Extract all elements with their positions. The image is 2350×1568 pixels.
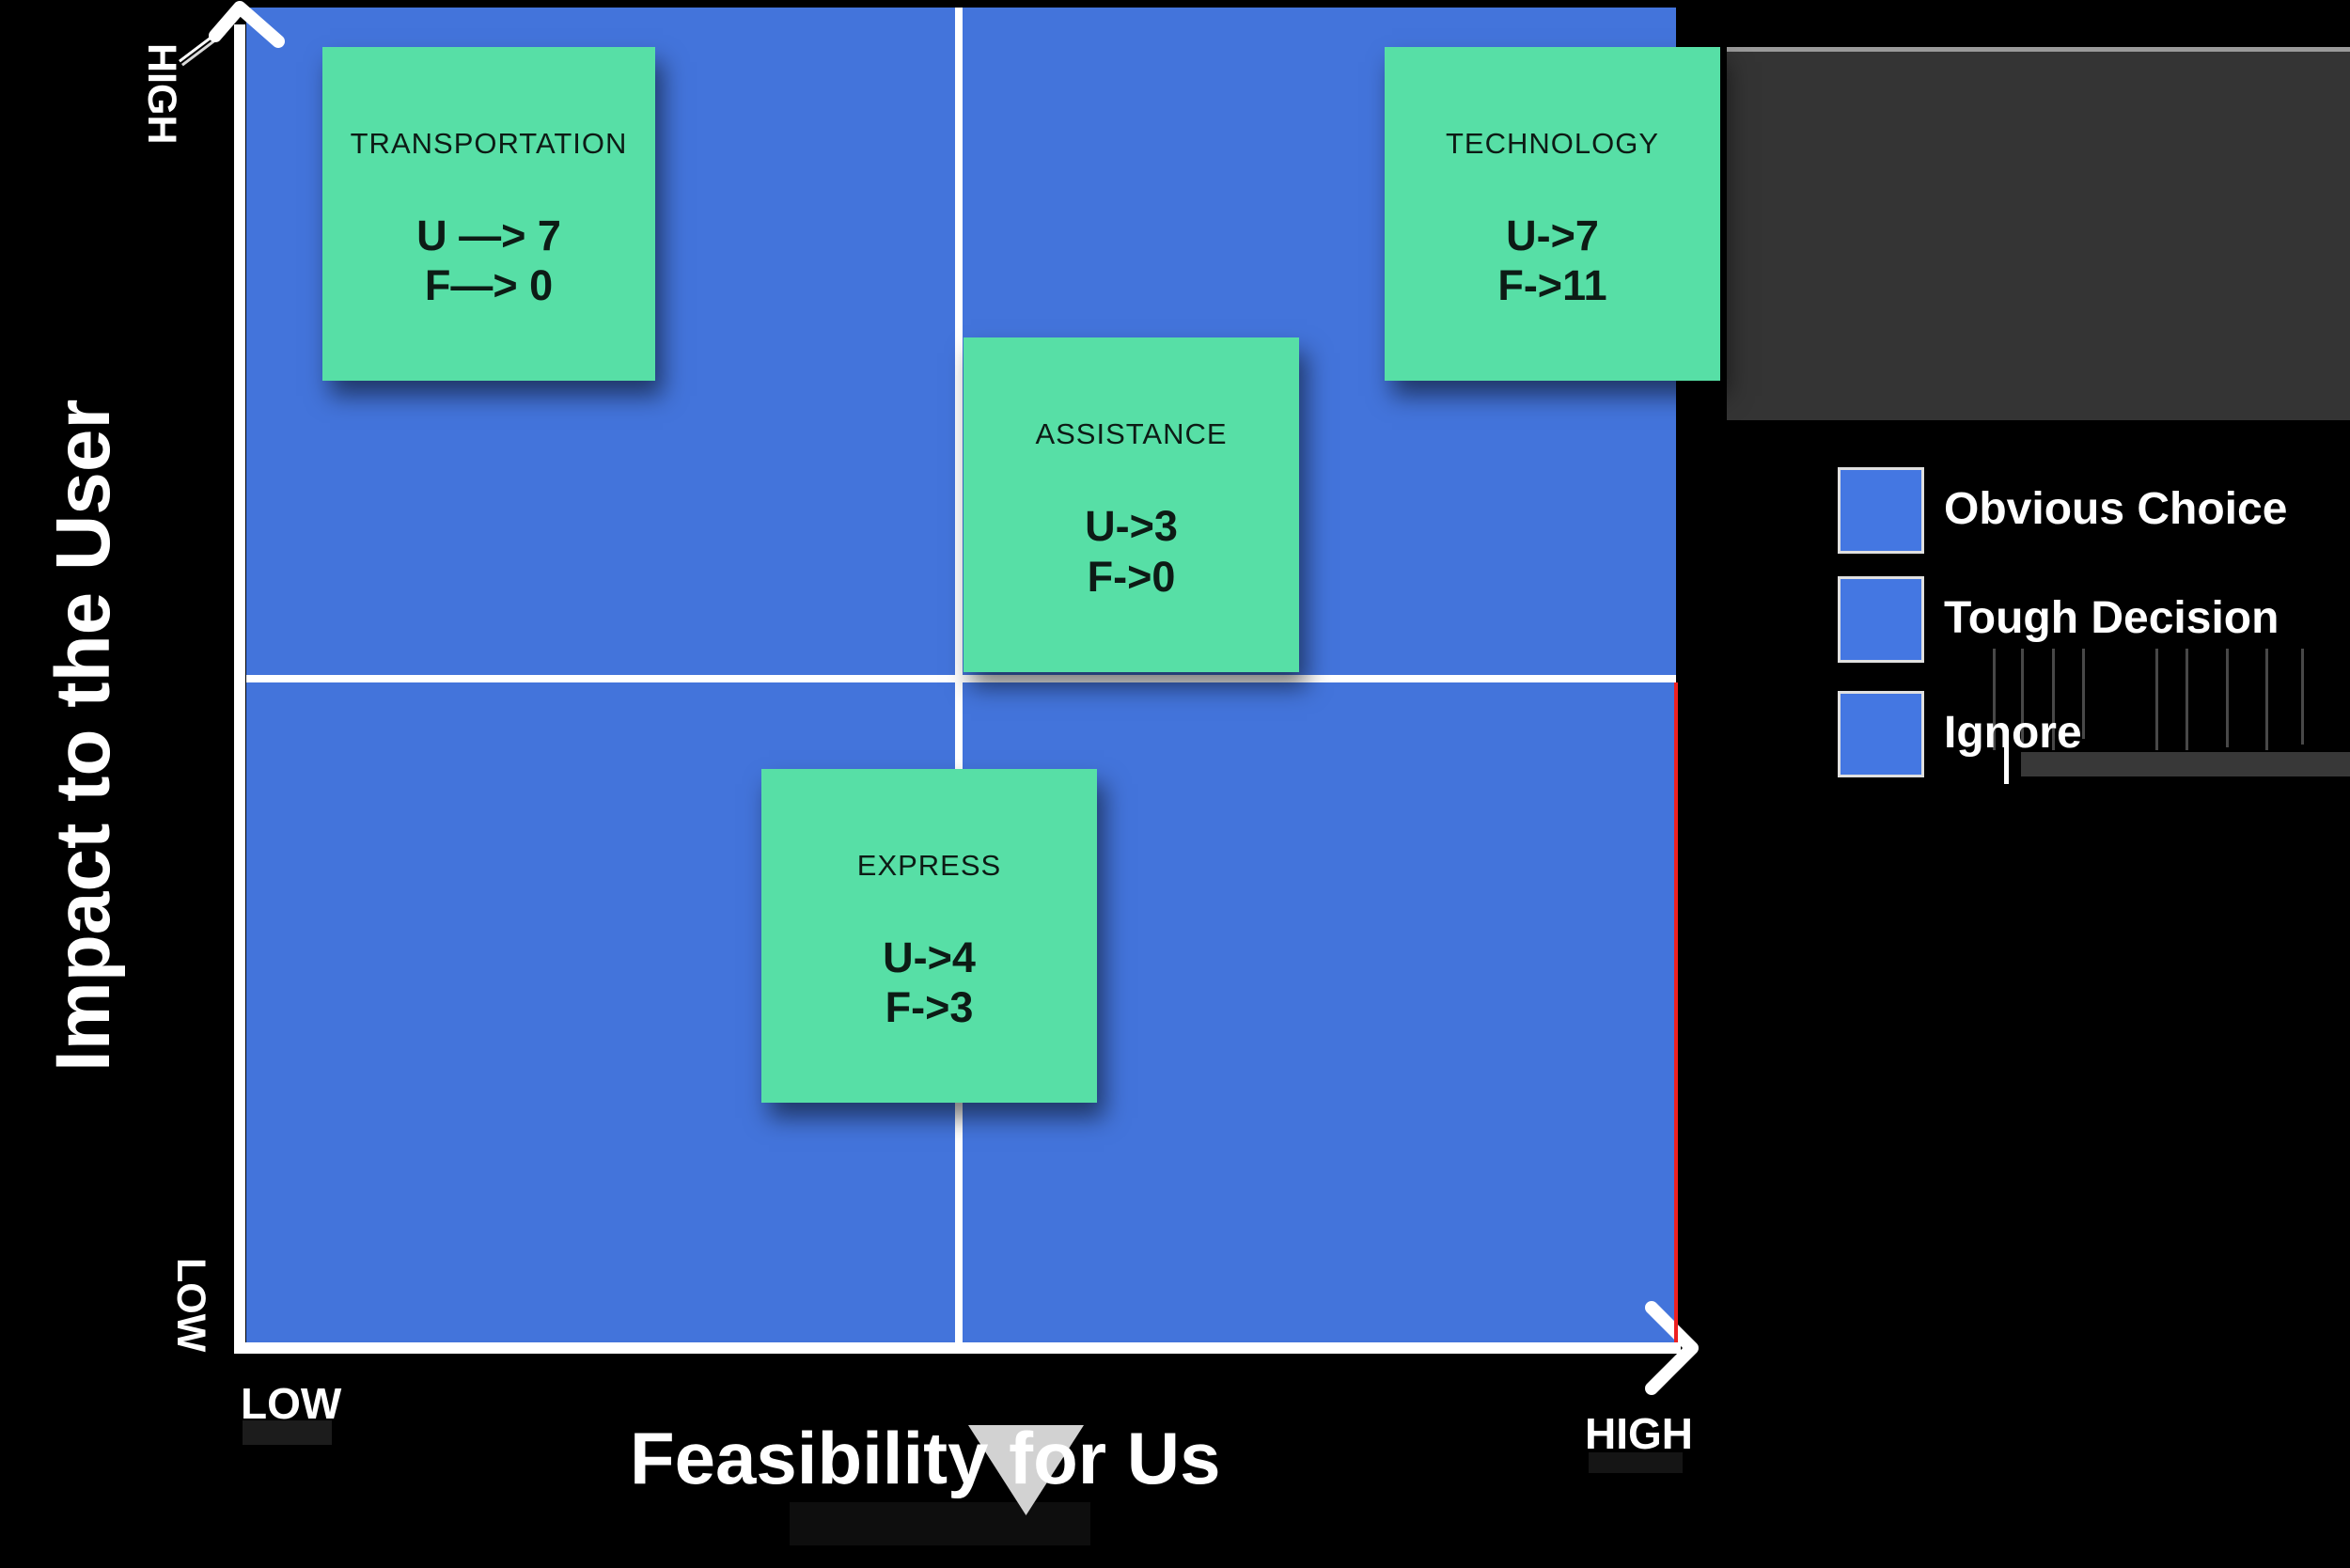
sticky-note-scores: U->4 F->3 <box>761 933 1097 1032</box>
x-axis-high-label: HIGH <box>1585 1409 1693 1458</box>
y-axis-arrowhead <box>209 1 285 48</box>
legend-label-obvious-choice: Obvious Choice <box>1944 484 2288 534</box>
line-artifact <box>2301 649 2304 745</box>
sticky-note-scores: U->3 F->0 <box>964 501 1299 601</box>
sticky-note-express[interactable]: EXPRESS U->4 F->3 <box>761 769 1097 1103</box>
line-artifact <box>2021 649 2024 743</box>
smudge-artifact <box>790 1502 1090 1545</box>
feasibility-score: F—> 0 <box>424 261 554 310</box>
smudge-artifact <box>1589 1452 1683 1473</box>
sticky-note-scores: U->7 F->11 <box>1385 211 1720 310</box>
band-artifact <box>2021 752 2350 776</box>
sticky-note-assistance[interactable]: ASSISTANCE U->3 F->0 <box>964 337 1299 672</box>
user-score: U —> 7 <box>416 211 561 259</box>
y-axis-high-label: HIGH <box>139 43 184 145</box>
user-score: U->3 <box>1085 502 1178 551</box>
line-artifact <box>2265 649 2268 750</box>
sticky-note-scores: U —> 7 F—> 0 <box>322 211 655 310</box>
sticky-note-technology[interactable]: TECHNOLOGY U->7 F->11 <box>1385 47 1720 381</box>
legend-swatch-ignore <box>1838 691 1924 777</box>
sticky-note-title: TRANSPORTATION <box>350 127 628 161</box>
side-panel <box>1727 47 2350 420</box>
y-axis-low-label: LOW <box>168 1258 213 1353</box>
feasibility-score: F->0 <box>1087 552 1176 601</box>
legend-label-tough-decision: Tough Decision <box>1944 593 2280 643</box>
sticky-note-title: EXPRESS <box>856 849 1002 883</box>
line-artifact <box>2226 649 2229 747</box>
x-axis-low-label: LOW <box>241 1379 342 1428</box>
line-artifact <box>1993 649 1996 750</box>
smudge-artifact <box>243 1420 332 1445</box>
legend-label-ignore: Ignore <box>1944 708 2082 758</box>
sticky-note-title: ASSISTANCE <box>1035 417 1228 451</box>
feasibility-score: F->3 <box>885 983 974 1032</box>
legend-swatch-tough-decision <box>1838 576 1924 663</box>
red-edge-line <box>1674 682 1678 1342</box>
line-artifact <box>2052 649 2055 750</box>
user-score: U->4 <box>883 933 976 981</box>
legend-swatch-obvious-choice <box>1838 467 1924 554</box>
feasibility-score: F->11 <box>1497 261 1607 310</box>
line-artifact <box>2155 649 2158 750</box>
sticky-note-title: TECHNOLOGY <box>1445 127 1660 161</box>
sticky-note-transportation[interactable]: TRANSPORTATION U —> 7 F—> 0 <box>322 47 655 381</box>
text-caret-artifact <box>2004 729 2009 784</box>
matrix-horizontal-divider <box>246 675 1676 682</box>
x-axis-title: Feasibility for Us <box>630 1417 1221 1499</box>
x-axis-arrowhead <box>1645 1301 1699 1395</box>
y-axis-title: Impact to the User <box>40 399 126 1072</box>
line-artifact <box>2082 649 2085 739</box>
line-artifact <box>2186 649 2188 750</box>
user-score: U->7 <box>1506 211 1599 259</box>
